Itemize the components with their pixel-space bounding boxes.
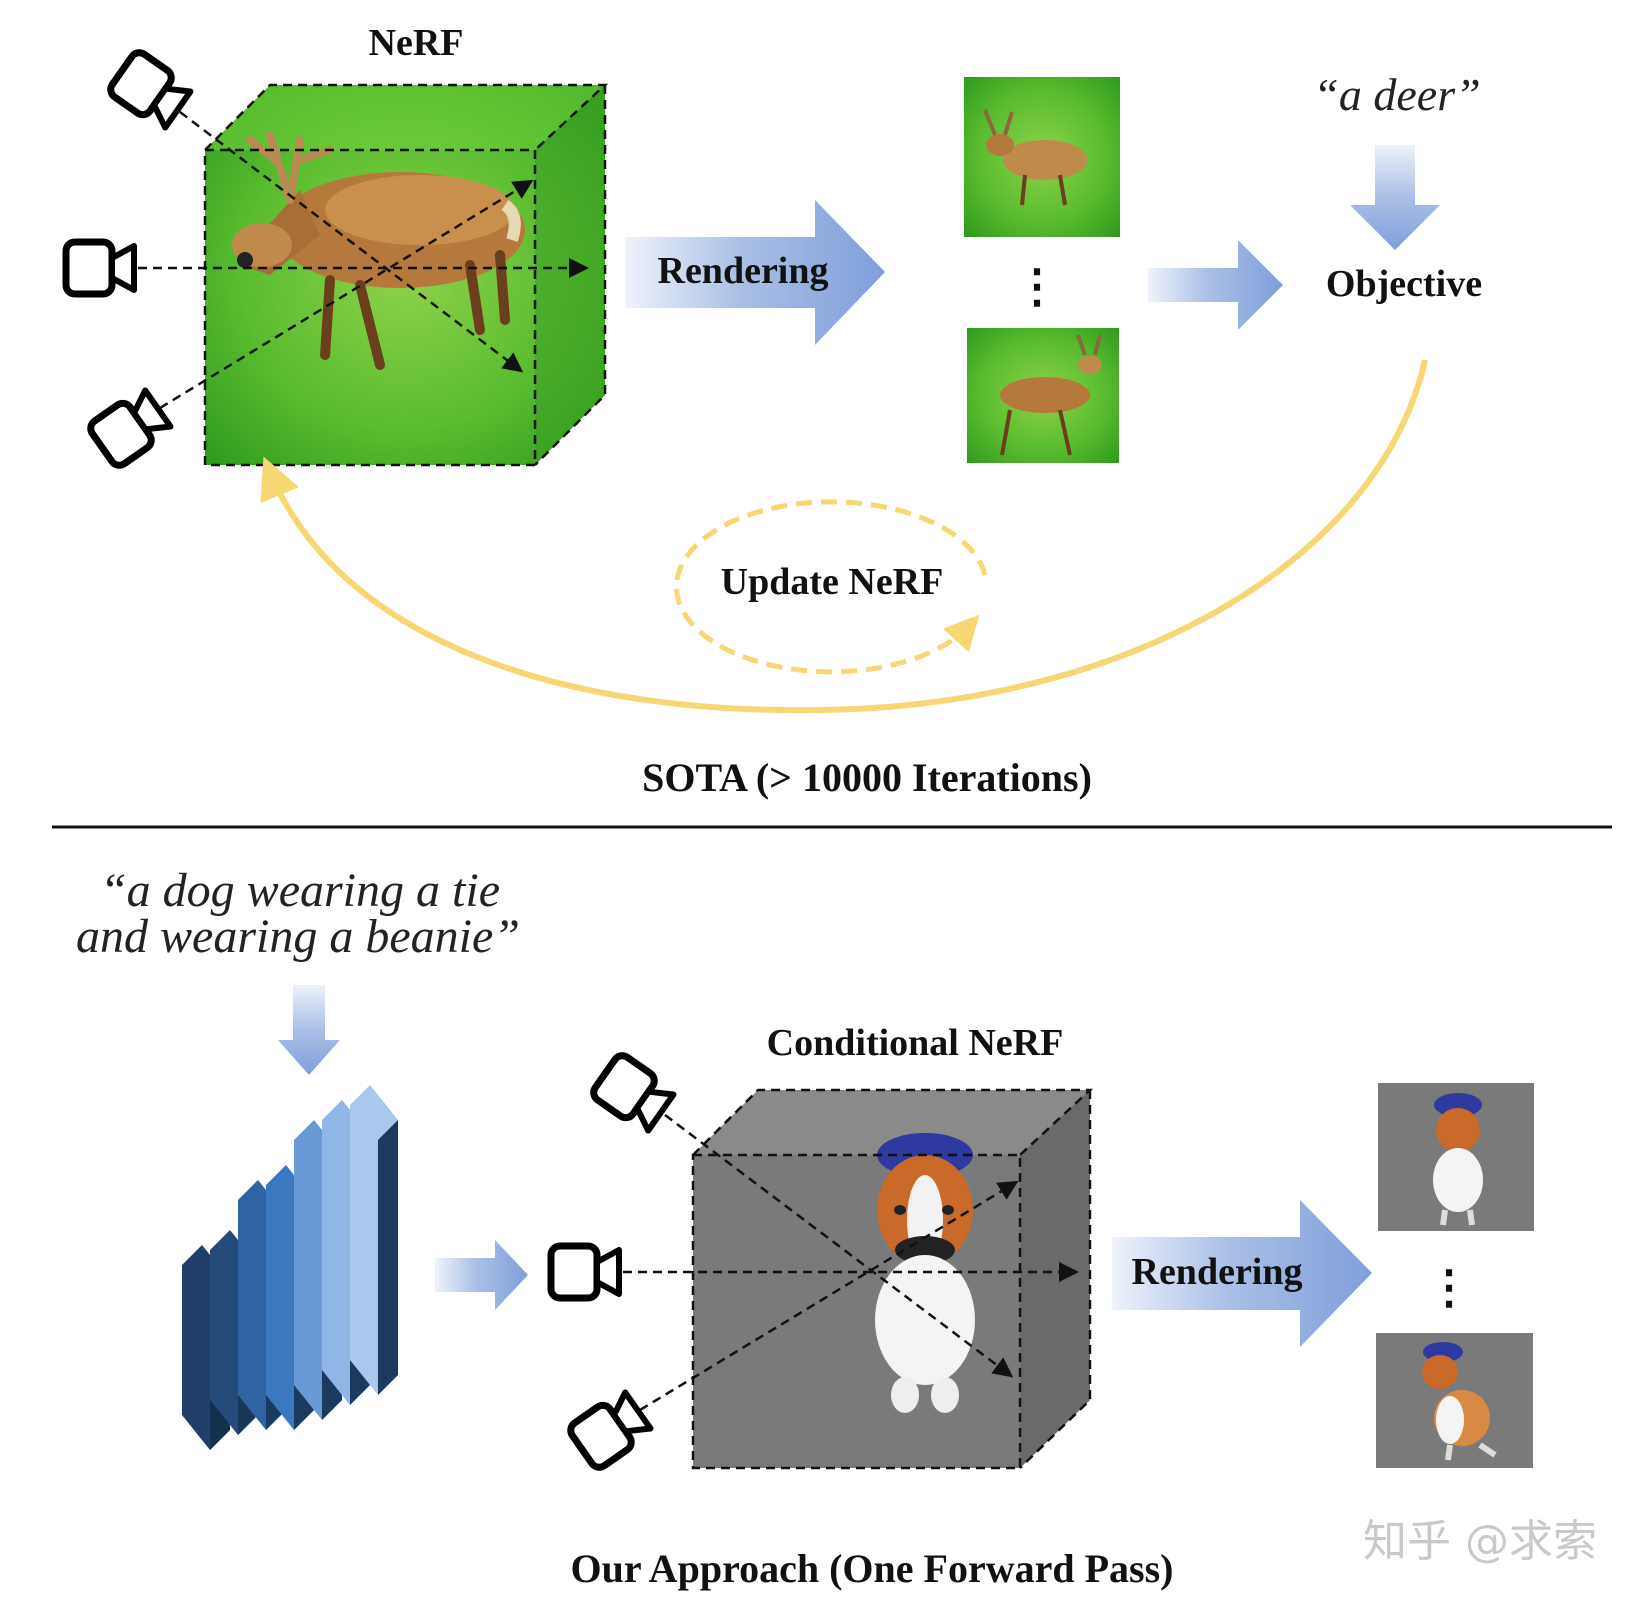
nerf-cube bbox=[203, 83, 609, 467]
update-loop bbox=[674, 499, 988, 675]
rendered-view-2 bbox=[1376, 1333, 1533, 1468]
camera-ray bbox=[159, 179, 534, 410]
prompt-down-arrow bbox=[278, 985, 340, 1075]
camera-ray bbox=[639, 1180, 1019, 1412]
update-nerf-label: Update NeRF bbox=[721, 561, 944, 603]
to-cond-nerf-arrow bbox=[435, 1240, 528, 1310]
prompt-down-arrow bbox=[1350, 145, 1440, 250]
camera-ray bbox=[664, 1114, 1014, 1378]
camera-ray bbox=[179, 111, 524, 373]
camera-icon bbox=[567, 1389, 653, 1471]
sota-caption: SOTA (> 10000 Iterations) bbox=[642, 755, 1092, 800]
objective-label: Objective bbox=[1326, 263, 1482, 305]
camera-icon bbox=[551, 1246, 619, 1298]
to-objective-arrow bbox=[1148, 240, 1283, 330]
watermark: 知乎 @求索 bbox=[1363, 1516, 1597, 1567]
cond-nerf-cube bbox=[691, 1088, 1094, 1470]
rendering-label: Rendering bbox=[1132, 1251, 1303, 1293]
rendering-arrow: Rendering bbox=[1112, 1200, 1372, 1347]
rendered-view-2 bbox=[967, 328, 1119, 463]
camera-icon bbox=[87, 387, 173, 469]
camera-icon bbox=[107, 49, 193, 131]
approach-caption: Our Approach (One Forward Pass) bbox=[571, 1546, 1174, 1591]
feedback-arrow bbox=[260, 359, 1428, 714]
nerf-title: NeRF bbox=[369, 22, 464, 64]
dog-prompt-line2: and wearing a beanie” bbox=[76, 910, 520, 963]
deer-image bbox=[232, 131, 525, 370]
camera-icon bbox=[590, 1052, 676, 1134]
rendered-view-1 bbox=[964, 77, 1120, 237]
dog-image bbox=[875, 1133, 975, 1413]
rendering-label: Rendering bbox=[658, 250, 829, 292]
cond-nerf-title: Conditional NeRF bbox=[767, 1022, 1064, 1064]
rendering-arrow: Rendering bbox=[625, 200, 885, 345]
encoder-network-icon bbox=[182, 1085, 398, 1450]
camera-icon bbox=[66, 242, 134, 294]
dog-prompt-line1: “a dog wearing a tie bbox=[100, 864, 500, 917]
rendered-view-1 bbox=[1378, 1083, 1534, 1231]
ellipsis: ⋮ bbox=[1426, 1262, 1472, 1313]
deer-prompt: “a deer” bbox=[1313, 69, 1480, 120]
ellipsis: ⋮ bbox=[1014, 261, 1060, 312]
